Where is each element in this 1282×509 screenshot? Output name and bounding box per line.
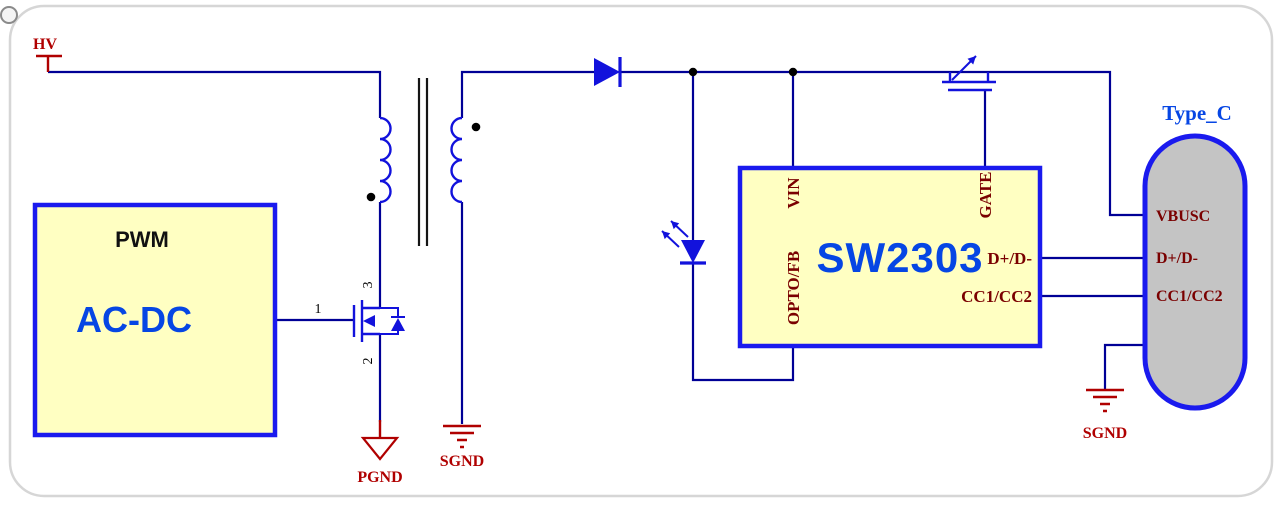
page-border-frame — [8, 4, 1274, 498]
wire-vbus-rail — [620, 70, 1145, 217]
secondary-winding — [450, 116, 463, 204]
sgnd-output-label: SGND — [1083, 425, 1127, 442]
sgnd-port-primary: SGND — [440, 424, 484, 470]
pgnd-net-label: PGND — [357, 469, 402, 486]
mosfet-substrate-arrow — [363, 315, 375, 327]
mosfet-drain-source-stubs — [362, 306, 380, 336]
junction-dot — [688, 67, 698, 77]
wire-secondary-to-diode — [460, 70, 594, 118]
acdc-title: AC-DC — [76, 299, 192, 340]
rectifier-diode — [594, 57, 622, 87]
output-mosfet-stubs — [948, 72, 990, 82]
pin-opto-fb-label: OPTO/FB — [784, 251, 803, 325]
led-arrowhead-icon — [671, 221, 680, 230]
body-diode-leads — [380, 307, 405, 335]
typec-body — [1142, 133, 1248, 411]
mosfet-pin2-number: 2 — [361, 358, 376, 365]
typec-connector: Type_C VBUSC D+/D- CC1/CC2 — [1142, 101, 1248, 411]
output-mosfet — [942, 55, 996, 92]
pin-gate-label: GATE — [976, 172, 995, 219]
pgnd-power-port: PGND — [357, 420, 403, 486]
led-arrowhead-icon — [662, 231, 671, 240]
wire-typec-to-sgnd — [1103, 343, 1145, 390]
junction-dot — [788, 67, 798, 77]
typec-title: Type_C — [1162, 101, 1232, 125]
sw2303-chip: SW2303 VIN GATE OPTO/FB D+/D- CC1/CC2 — [737, 165, 1043, 349]
typec-cc-label: CC1/CC2 — [1156, 288, 1223, 305]
hv-net-label: HV — [33, 36, 57, 53]
typec-data-label: D+/D- — [1156, 250, 1198, 267]
hv-port-symbol — [36, 54, 62, 72]
sgnd-earth-icon — [443, 424, 481, 449]
primary-winding — [379, 116, 392, 204]
wire-opto-feedback — [691, 264, 795, 382]
acdc-block: PWM AC-DC — [32, 202, 278, 438]
sgnd-port-output: SGND — [1083, 388, 1127, 442]
led-triangle-icon — [681, 240, 705, 263]
acdc-subtitle: PWM — [115, 227, 169, 252]
primary-polarity-dot — [366, 192, 376, 202]
opto-led — [661, 220, 706, 265]
typec-vbus-label: VBUSC — [1156, 208, 1210, 225]
transformer-core — [417, 78, 429, 246]
page-corner-ornament — [0, 6, 18, 24]
mosfet-pin1-number: 1 — [315, 302, 322, 317]
pin-vin-label: VIN — [784, 177, 803, 209]
sw2303-box — [737, 165, 1043, 349]
hv-power-port: HV — [33, 36, 62, 72]
primary-mosfet: 3 2 1 — [315, 282, 405, 365]
body-diode-icon — [391, 318, 405, 331]
sw2303-name: SW2303 — [816, 234, 983, 281]
output-mosfet-arrowhead — [967, 56, 976, 65]
mosfet-pin3-number: 3 — [361, 282, 376, 289]
pin-data-label: D+/D- — [987, 249, 1032, 268]
pin-cc-label: CC1/CC2 — [961, 287, 1032, 306]
sgnd-primary-label: SGND — [440, 453, 484, 470]
secondary-polarity-dot — [471, 122, 481, 132]
diode-triangle-icon — [594, 58, 620, 86]
sgnd-earth-icon — [1086, 388, 1124, 413]
flyback-transformer — [366, 78, 481, 246]
wire-hv-rail — [48, 70, 382, 118]
acdc-box — [32, 202, 278, 438]
pgnd-triangle-icon — [360, 436, 400, 461]
